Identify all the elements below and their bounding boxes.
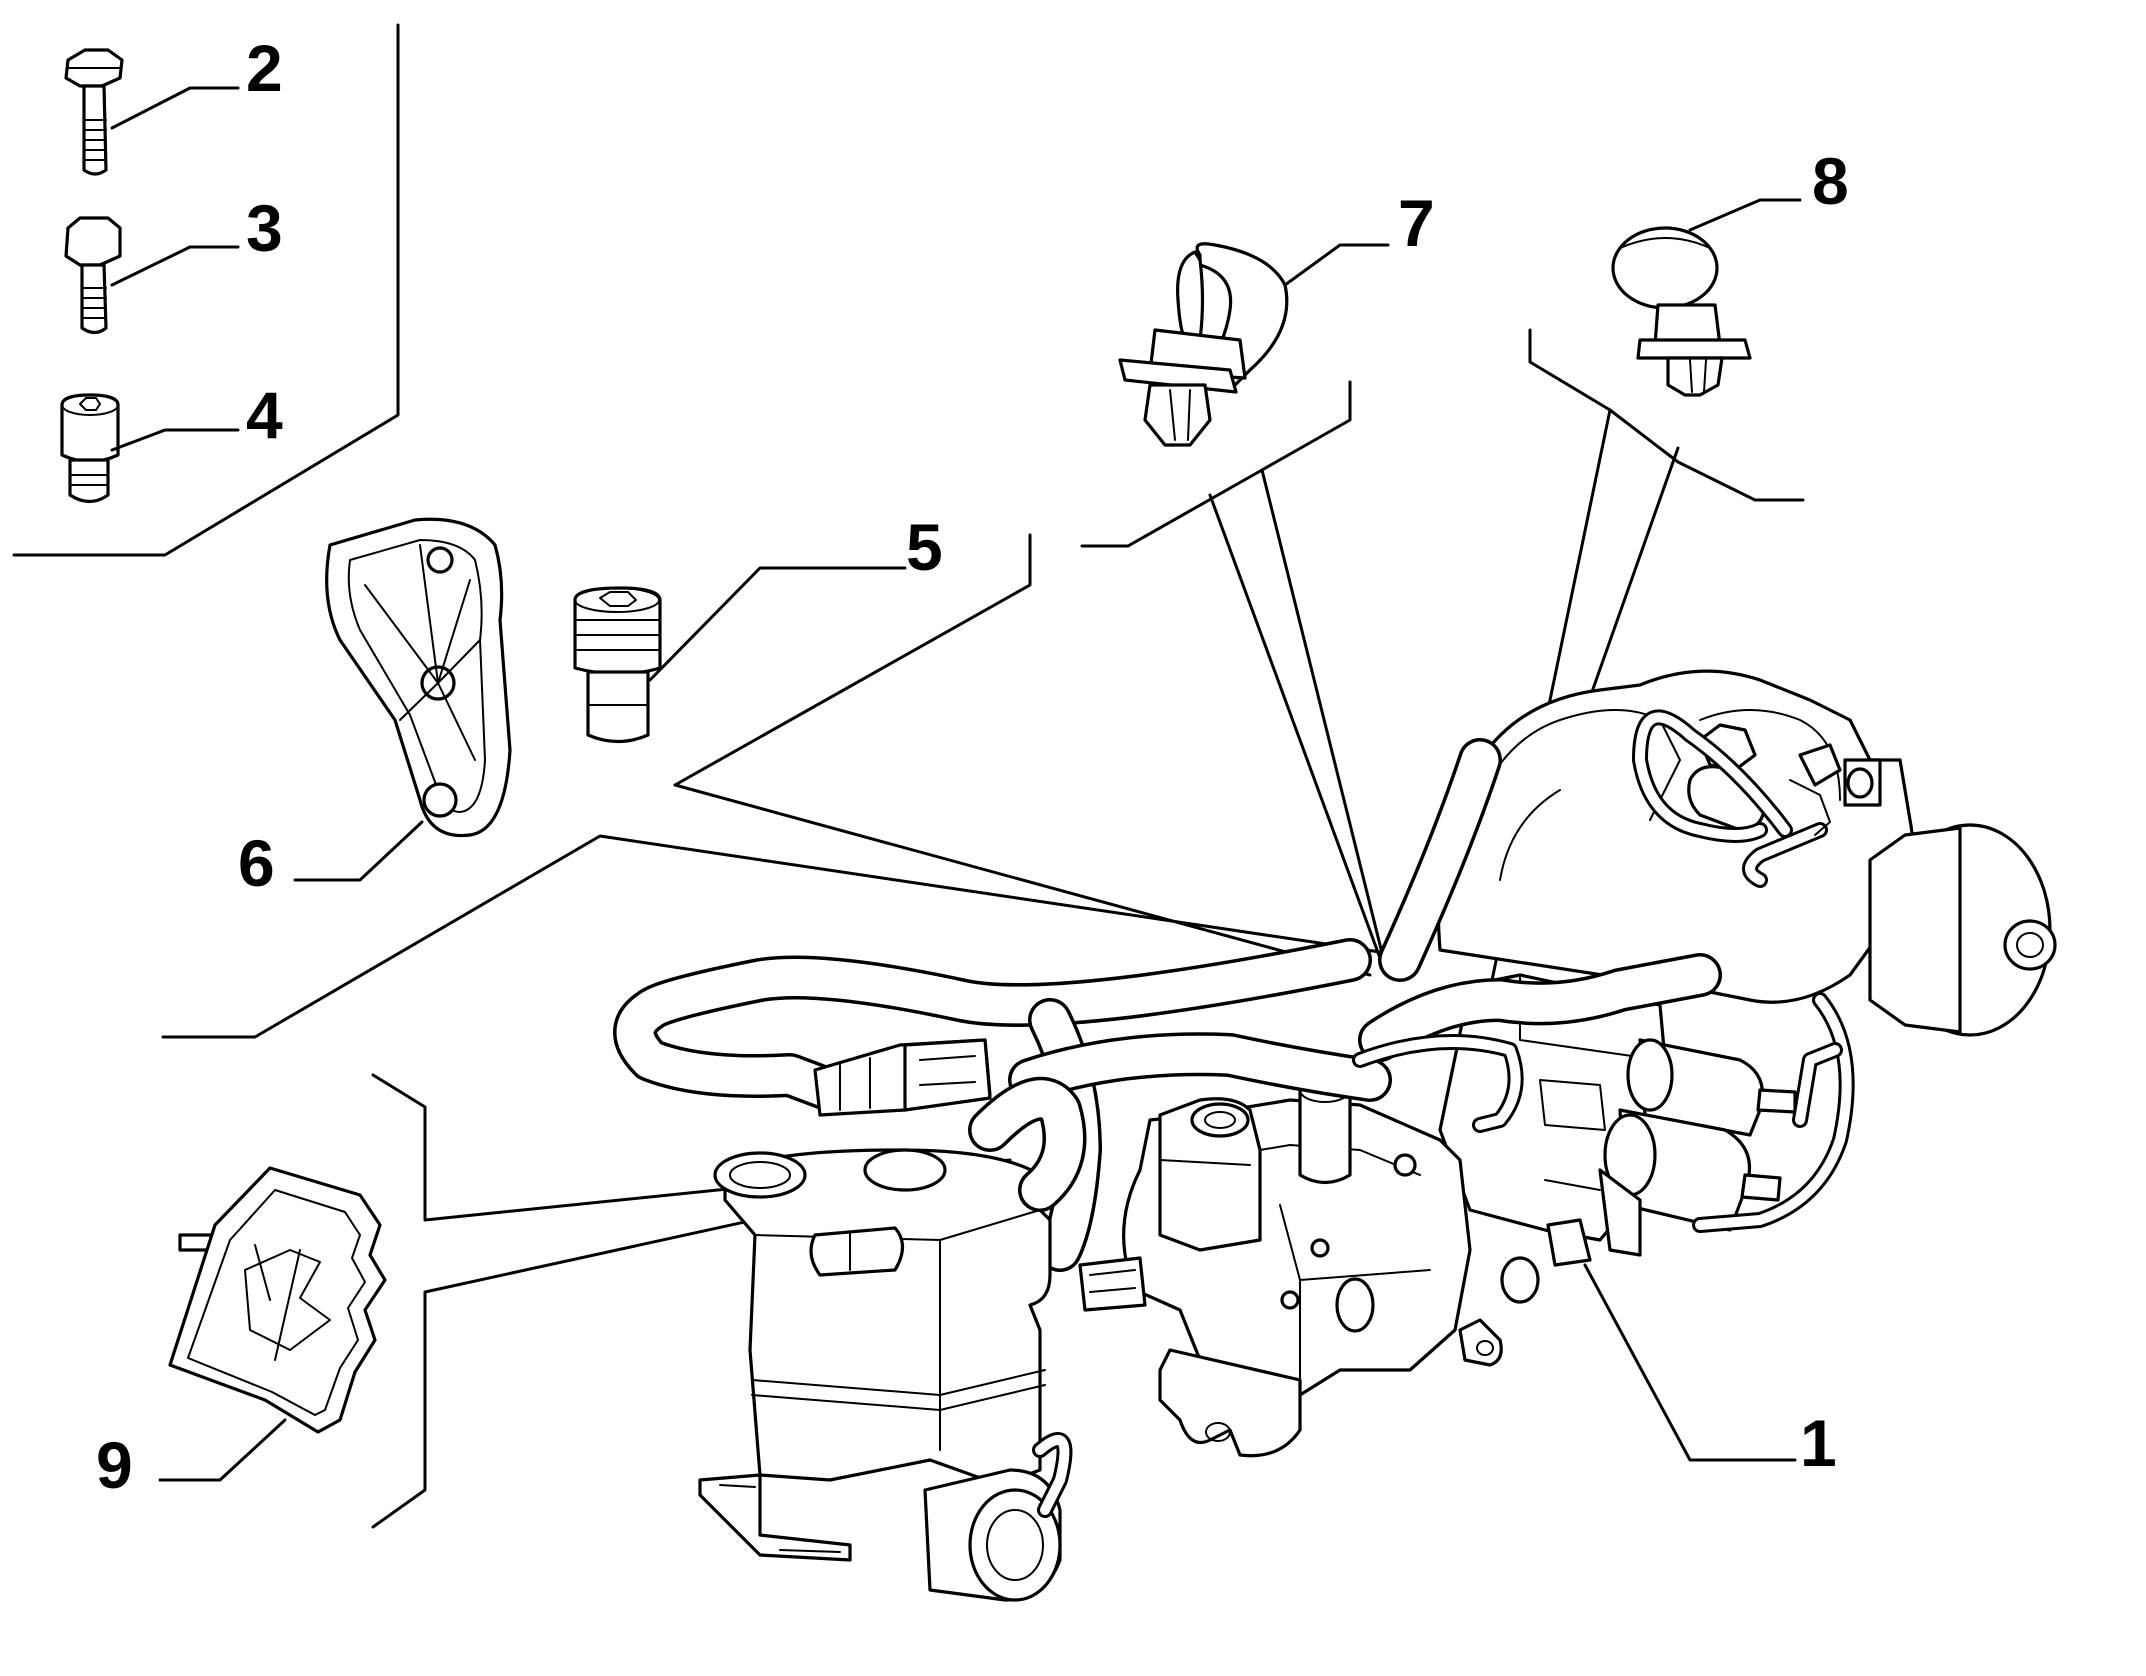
part-1-actuator-assembly: [613, 669, 2057, 1602]
panel-dividers: [12, 23, 1805, 1529]
part-5-threaded-stud: [573, 566, 907, 744]
part-7-hose-clip: [1118, 242, 1390, 447]
part-9-filter: [158, 1166, 387, 1482]
leader-part-1: [1583, 1263, 1797, 1462]
callout-1: 1: [1800, 1406, 1837, 1480]
part-4-socket-screw: [60, 393, 240, 504]
callout-2: 2: [246, 31, 283, 105]
part-2-flange-bolt: [64, 48, 240, 176]
callout-7: 7: [1398, 186, 1435, 260]
part-3-flange-bolt: [64, 216, 240, 335]
part-6-gasket-plate: [293, 517, 512, 882]
callout-8: 8: [1812, 144, 1849, 218]
callout-3: 3: [246, 191, 283, 265]
callout-5: 5: [906, 510, 943, 584]
callout-4: 4: [246, 378, 283, 452]
part-8-ring-clip: [1611, 198, 1802, 397]
callout-9: 9: [96, 1428, 133, 1502]
callout-6: 6: [238, 826, 275, 900]
